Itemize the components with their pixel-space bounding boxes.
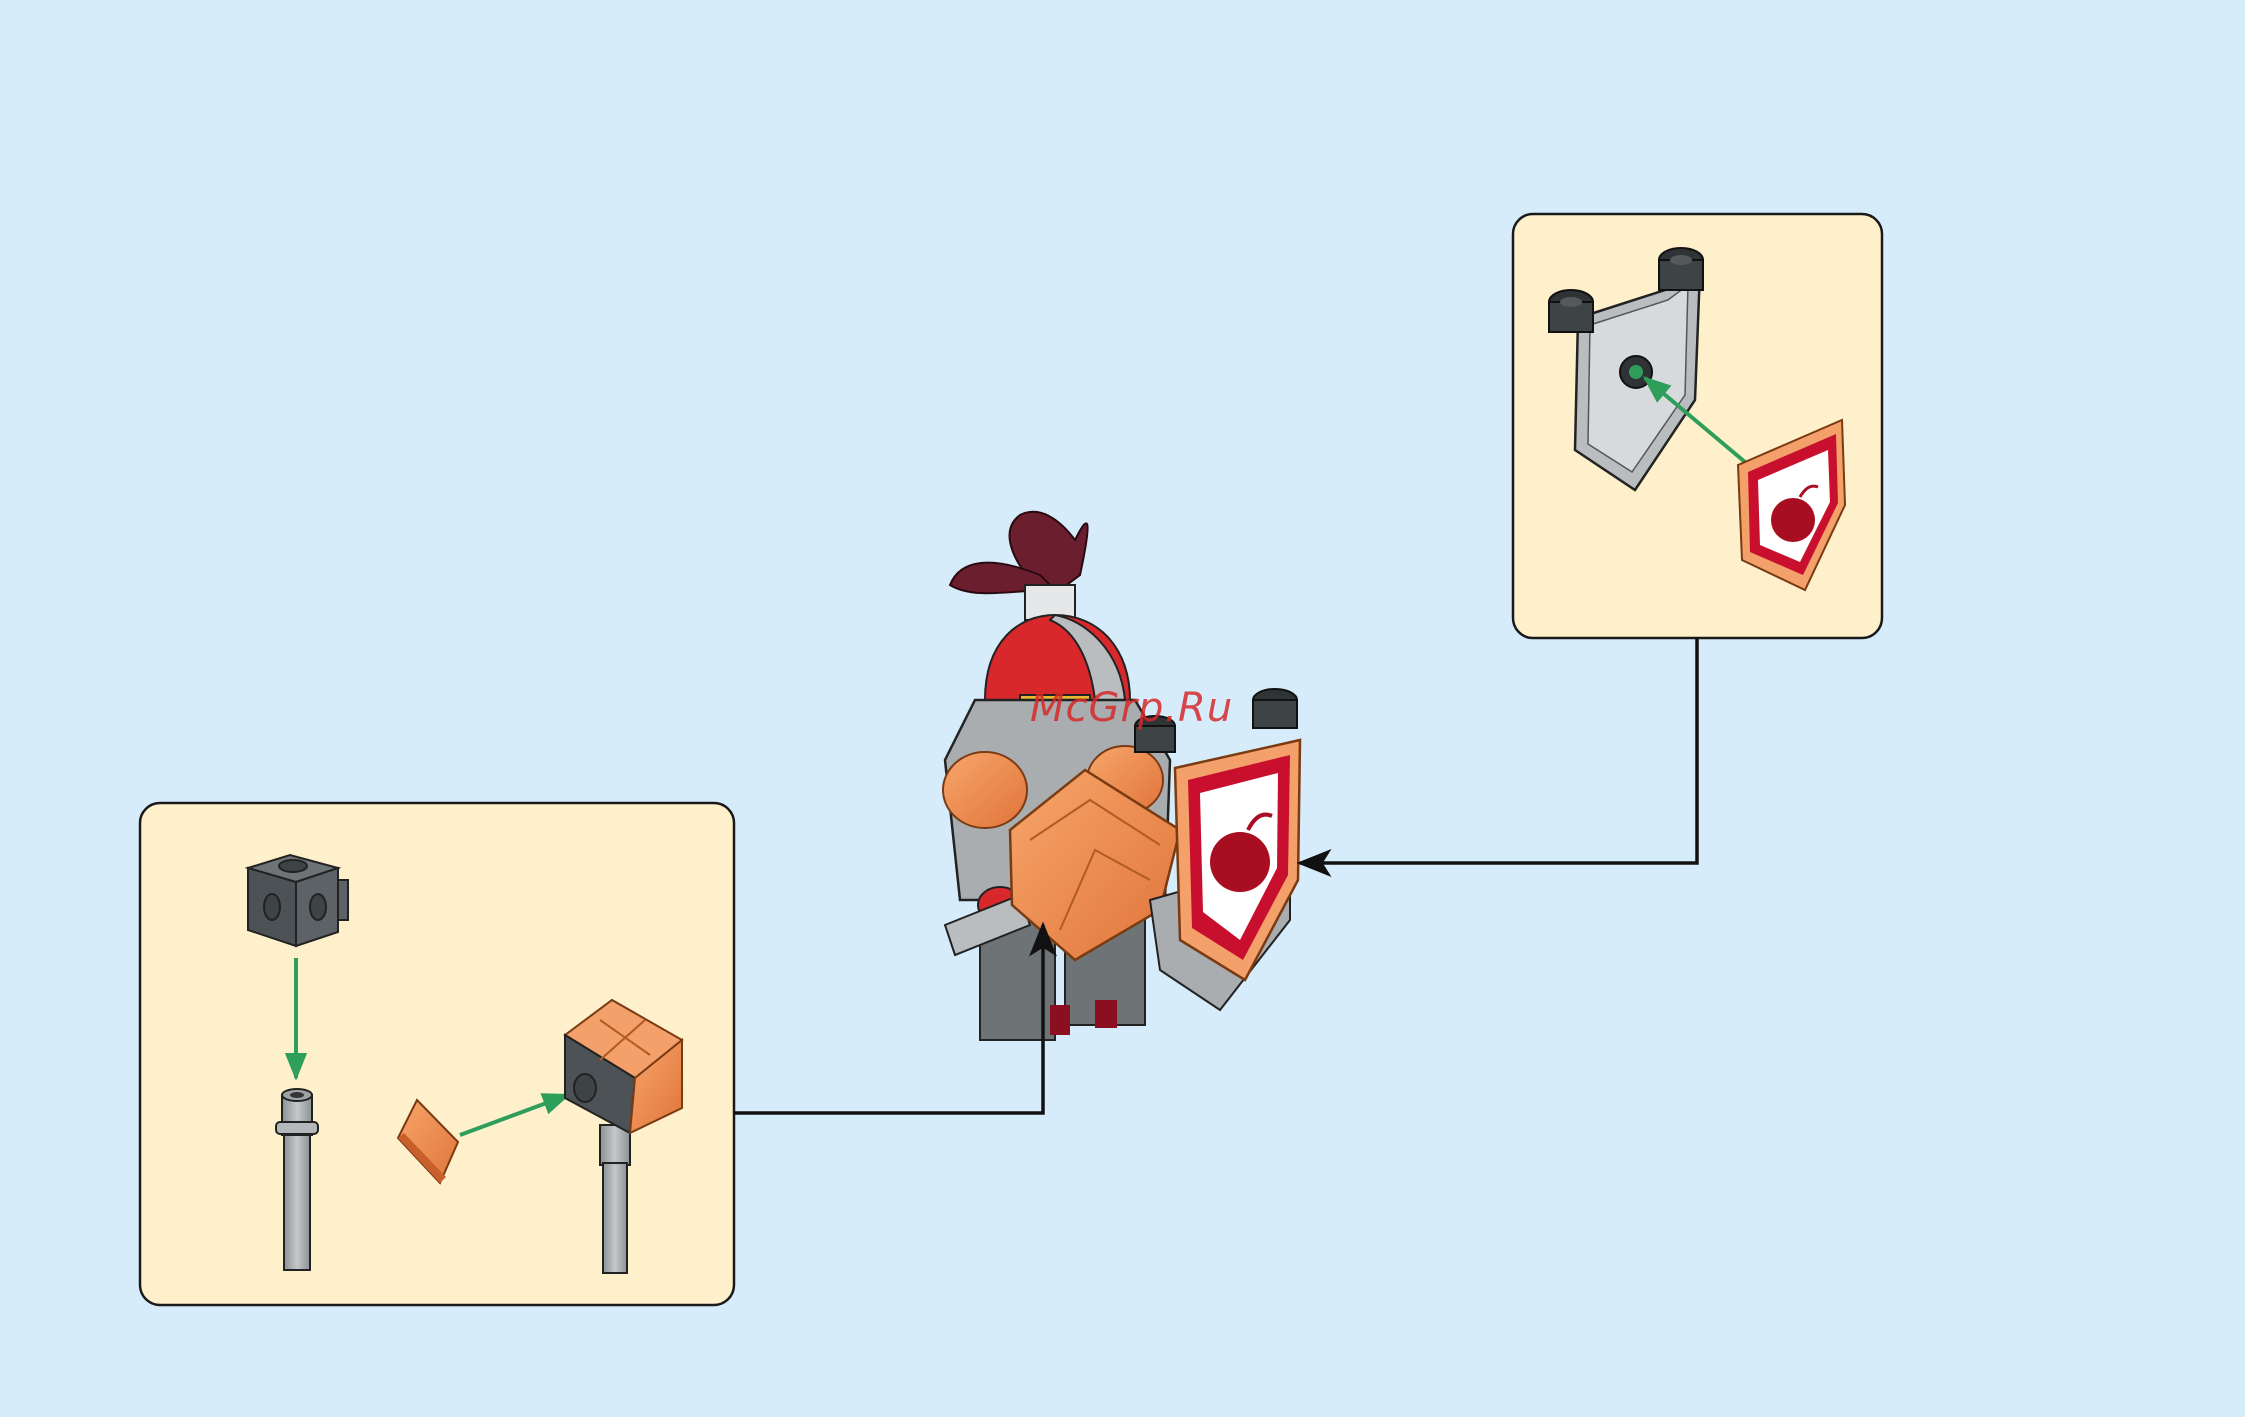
brick-with-studs-icon bbox=[248, 855, 348, 946]
connector-from-shield-panel bbox=[1300, 638, 1697, 863]
mace-subassembly-panel bbox=[140, 803, 734, 1305]
knight-minifigure-icon bbox=[943, 512, 1300, 1040]
shield-subassembly-panel bbox=[1513, 214, 1882, 638]
